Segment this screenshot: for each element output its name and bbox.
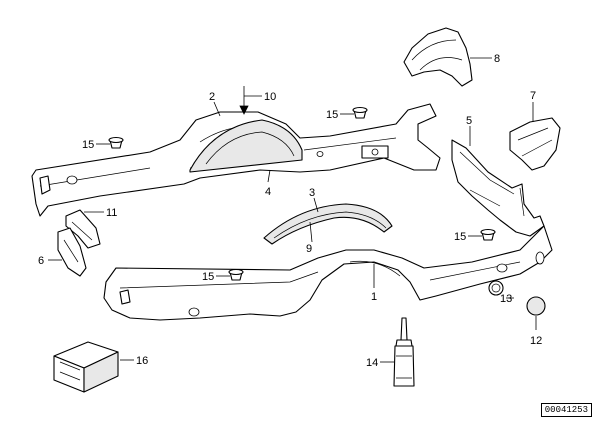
- part-6-mount-bracket: [57, 227, 87, 277]
- callout-10: 10: [264, 91, 276, 103]
- callout-9: 9: [306, 243, 312, 255]
- callout-1: 1: [371, 291, 377, 303]
- sealant-tube-icon: [393, 317, 415, 387]
- part-12-cap: [526, 296, 546, 316]
- diagram-reference-number: 00041253: [540, 403, 592, 417]
- callout-16: 16: [136, 355, 148, 367]
- callout-7: 7: [530, 90, 536, 102]
- part-3-arch-strip: [263, 203, 393, 245]
- callout-11: 11: [106, 207, 117, 219]
- parts-box-icon: [53, 341, 119, 393]
- part-11-small-bracket: [65, 209, 101, 249]
- callout-14: 14: [366, 357, 378, 369]
- part-2-side-panel-upper: [31, 103, 441, 217]
- callout-3: 3: [309, 187, 315, 199]
- callout-13: 13: [500, 293, 512, 305]
- callout-8: 8: [494, 53, 500, 65]
- part-15-plug-d: [228, 268, 244, 281]
- part-15-plug-a: [108, 136, 124, 149]
- callout-12: 12: [530, 335, 542, 347]
- callout-15-c: 15: [454, 231, 466, 243]
- part-15-plug-b: [352, 106, 368, 119]
- callout-5: 5: [466, 115, 472, 127]
- part-13-grommet: [488, 280, 504, 296]
- part-7-bracket: [509, 117, 561, 171]
- part-1-side-panel-lower: [103, 225, 553, 321]
- callout-4: 4: [265, 186, 271, 198]
- part-15-plug-c: [480, 228, 496, 241]
- callout-15-d: 15: [202, 271, 214, 283]
- callout-15-b: 15: [326, 109, 338, 121]
- callout-15-a: 15: [82, 139, 94, 151]
- callout-6: 6: [38, 255, 44, 267]
- part-5-rear-frame: [451, 139, 545, 237]
- part-8-arch-cover: [403, 27, 473, 87]
- callout-2: 2: [209, 91, 215, 103]
